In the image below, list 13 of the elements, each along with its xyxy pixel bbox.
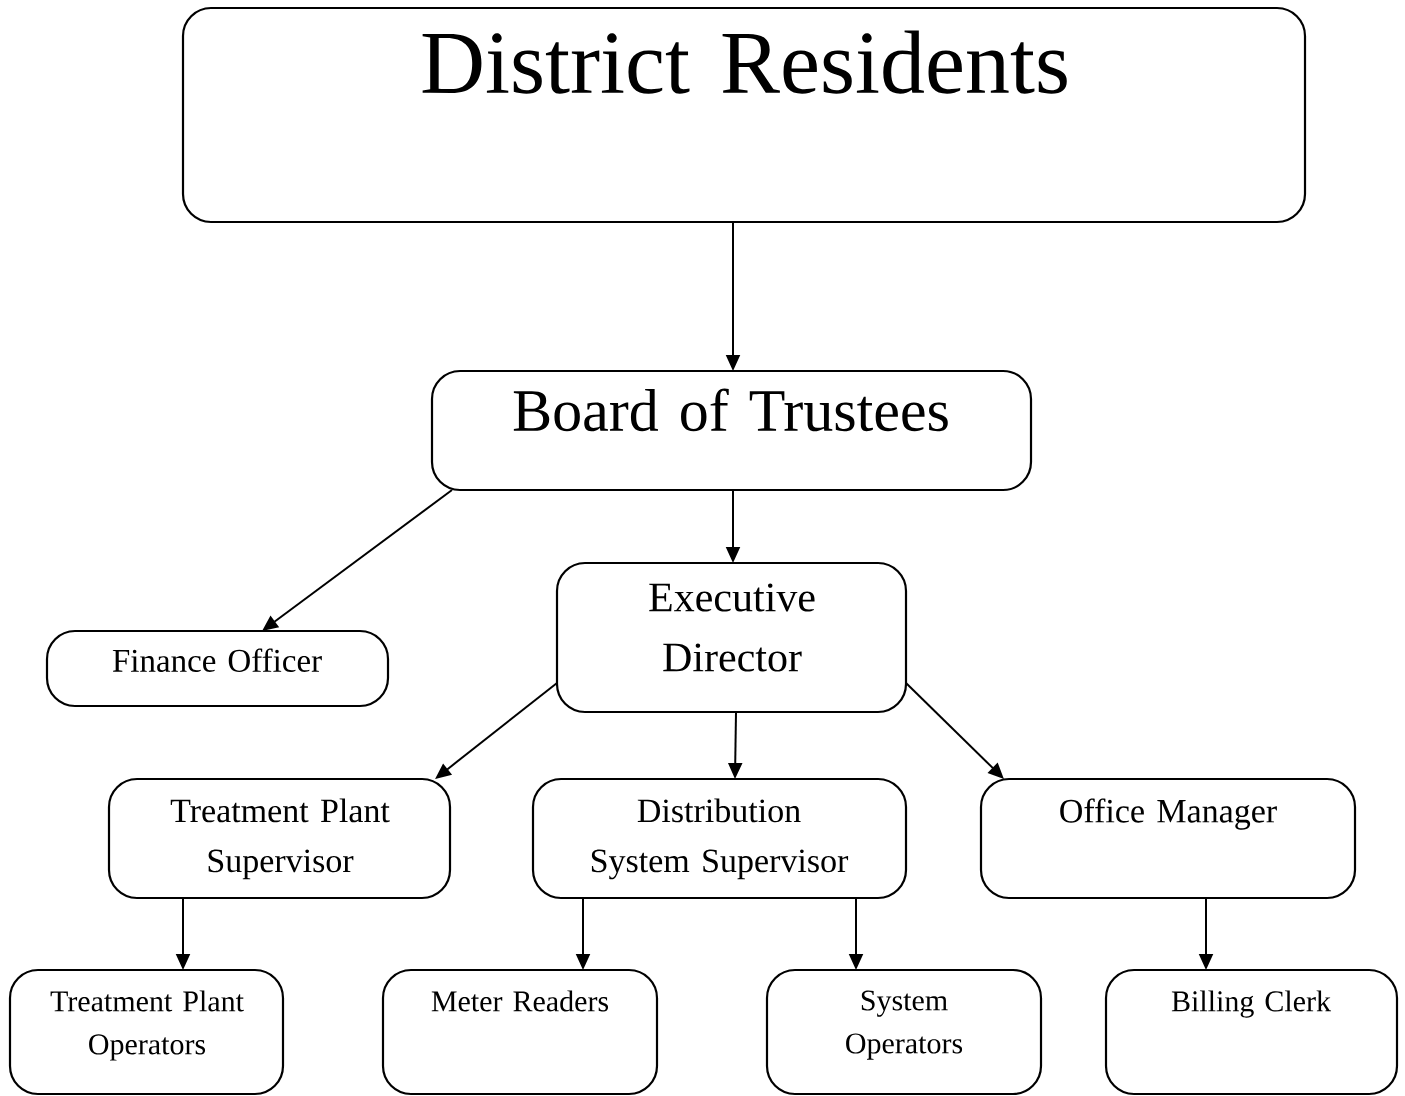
org-box: Billing Clerk	[1104, 968, 1399, 1096]
org-box: System Operators	[765, 968, 1043, 1096]
org-box: Board of Trustees	[430, 369, 1033, 492]
org-box: District Residents	[181, 6, 1307, 224]
arrow	[435, 682, 558, 779]
org-box: Treatment Plant Supervisor	[107, 777, 452, 900]
org-box: Meter Readers	[381, 968, 659, 1096]
org-box: Executive Director	[555, 561, 908, 714]
org-box: Treatment Plant Operators	[8, 968, 285, 1096]
org-box: Distribution System Supervisor	[531, 777, 908, 900]
org-box: Finance Officer	[45, 629, 390, 708]
arrow	[905, 682, 1004, 779]
org-box: Office Manager	[979, 777, 1357, 900]
